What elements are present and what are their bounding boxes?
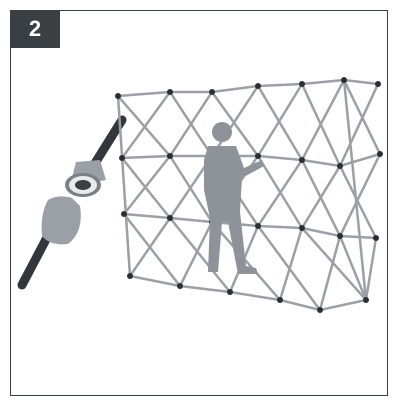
connector-plug-icon bbox=[22, 196, 81, 285]
person-silhouette bbox=[204, 122, 264, 274]
connector-cap-icon bbox=[65, 120, 122, 197]
frame-grid bbox=[118, 80, 380, 310]
